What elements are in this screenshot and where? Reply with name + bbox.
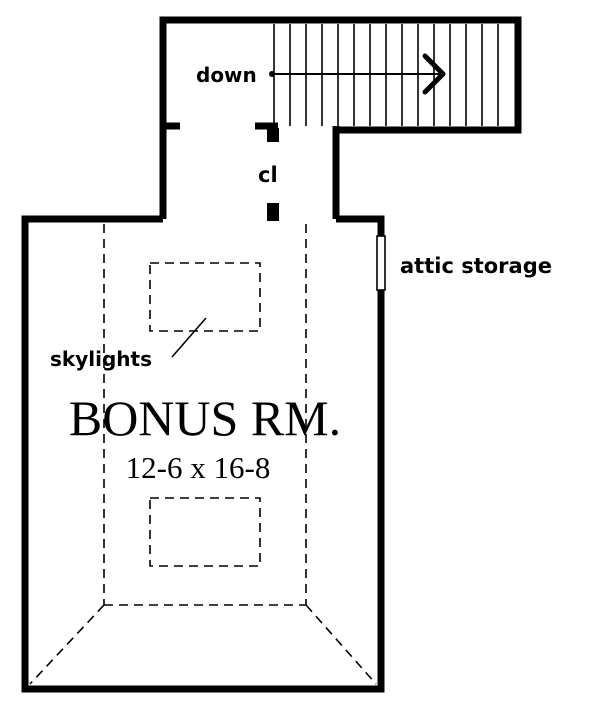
stairs-label: down	[196, 63, 257, 87]
closet-door-jamb-top	[267, 128, 279, 142]
attic-access-door	[376, 235, 386, 291]
closet-door-jamb-bottom	[267, 203, 279, 221]
attic-storage-label: attic storage	[400, 254, 552, 278]
stair-direction-arrow-icon	[269, 53, 446, 95]
room-name: BONUS RM.	[69, 390, 341, 446]
sloped-ceiling-lines	[29, 224, 377, 685]
skylights-label: skylights	[50, 347, 152, 371]
room-size: 12-6 x 16-8	[126, 450, 271, 485]
stairwell: down	[159, 16, 522, 219]
stairwell-wall-left	[159, 16, 522, 219]
skylight-lower	[149, 497, 261, 567]
skylights-leader-line	[171, 317, 207, 358]
bonus-room-wall	[21, 215, 385, 693]
closet: cl	[258, 126, 340, 221]
closet-label: cl	[258, 163, 278, 187]
skylight-upper	[149, 262, 261, 332]
